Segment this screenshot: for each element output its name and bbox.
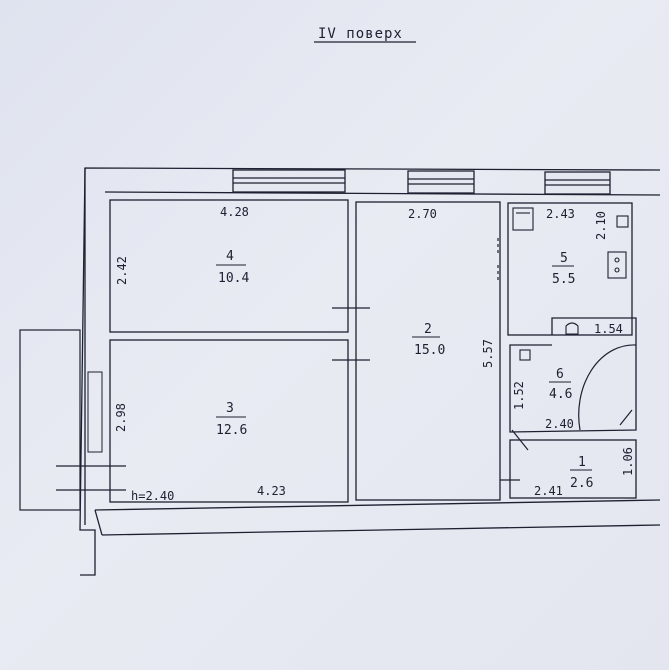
toilet-icon xyxy=(565,322,579,335)
floor-title: IV поверх xyxy=(318,26,403,42)
room-5-area: 5.5 xyxy=(552,272,575,287)
room-2-width: 2.70 xyxy=(408,207,437,221)
sink-icon xyxy=(512,207,534,231)
vent-icon-6 xyxy=(519,349,531,361)
room-1-width: 2.41 xyxy=(534,484,563,498)
room-4-area: 10.4 xyxy=(218,271,249,286)
vent-icon xyxy=(616,215,629,228)
walls xyxy=(79,167,661,576)
room-3-width: 4.23 xyxy=(257,484,286,498)
room-6-number: 6 xyxy=(556,367,564,382)
room-6-area: 4.6 xyxy=(549,387,572,402)
door-arc xyxy=(578,344,637,431)
room-2-outline xyxy=(355,201,501,501)
room-1-area: 2.6 xyxy=(570,476,593,491)
room-3-number: 3 xyxy=(226,401,234,416)
room-6-width: 1.54 xyxy=(594,322,623,336)
room-3-outline xyxy=(109,339,349,503)
room-5-number: 5 xyxy=(560,251,568,266)
room-5-outline xyxy=(507,202,633,336)
room-1-number: 1 xyxy=(578,455,586,470)
left-window xyxy=(87,371,103,453)
room-6-depth: 1.52 xyxy=(512,381,526,410)
room-4-outline xyxy=(109,199,349,333)
room-5-depth: 2.10 xyxy=(594,211,608,240)
bathtub-icon xyxy=(607,251,627,279)
bathtub-drain2-icon xyxy=(614,267,620,273)
room-3-area: 12.6 xyxy=(216,423,247,438)
room-4-depth: 2.42 xyxy=(115,256,129,285)
room-2-area: 15.0 xyxy=(414,343,445,358)
door-marks xyxy=(56,238,529,491)
room-4-width: 4.28 xyxy=(220,205,249,219)
room-5-width: 2.43 xyxy=(546,207,575,221)
balcony xyxy=(19,329,81,511)
door-mark-6 xyxy=(619,409,633,426)
room-2-number: 2 xyxy=(424,322,432,337)
room-3-depth: 2.98 xyxy=(114,403,128,432)
room-1-depth: 1.06 xyxy=(621,447,635,476)
room-6-extra: 2.40 xyxy=(545,417,574,431)
height-note: h=2.40 xyxy=(131,489,174,503)
room-2-depth: 5.57 xyxy=(481,339,495,368)
bathtub-drain-icon xyxy=(614,257,620,263)
room-4-number: 4 xyxy=(226,249,234,264)
room-6-outline xyxy=(509,317,637,433)
room-1-outline xyxy=(509,439,637,499)
